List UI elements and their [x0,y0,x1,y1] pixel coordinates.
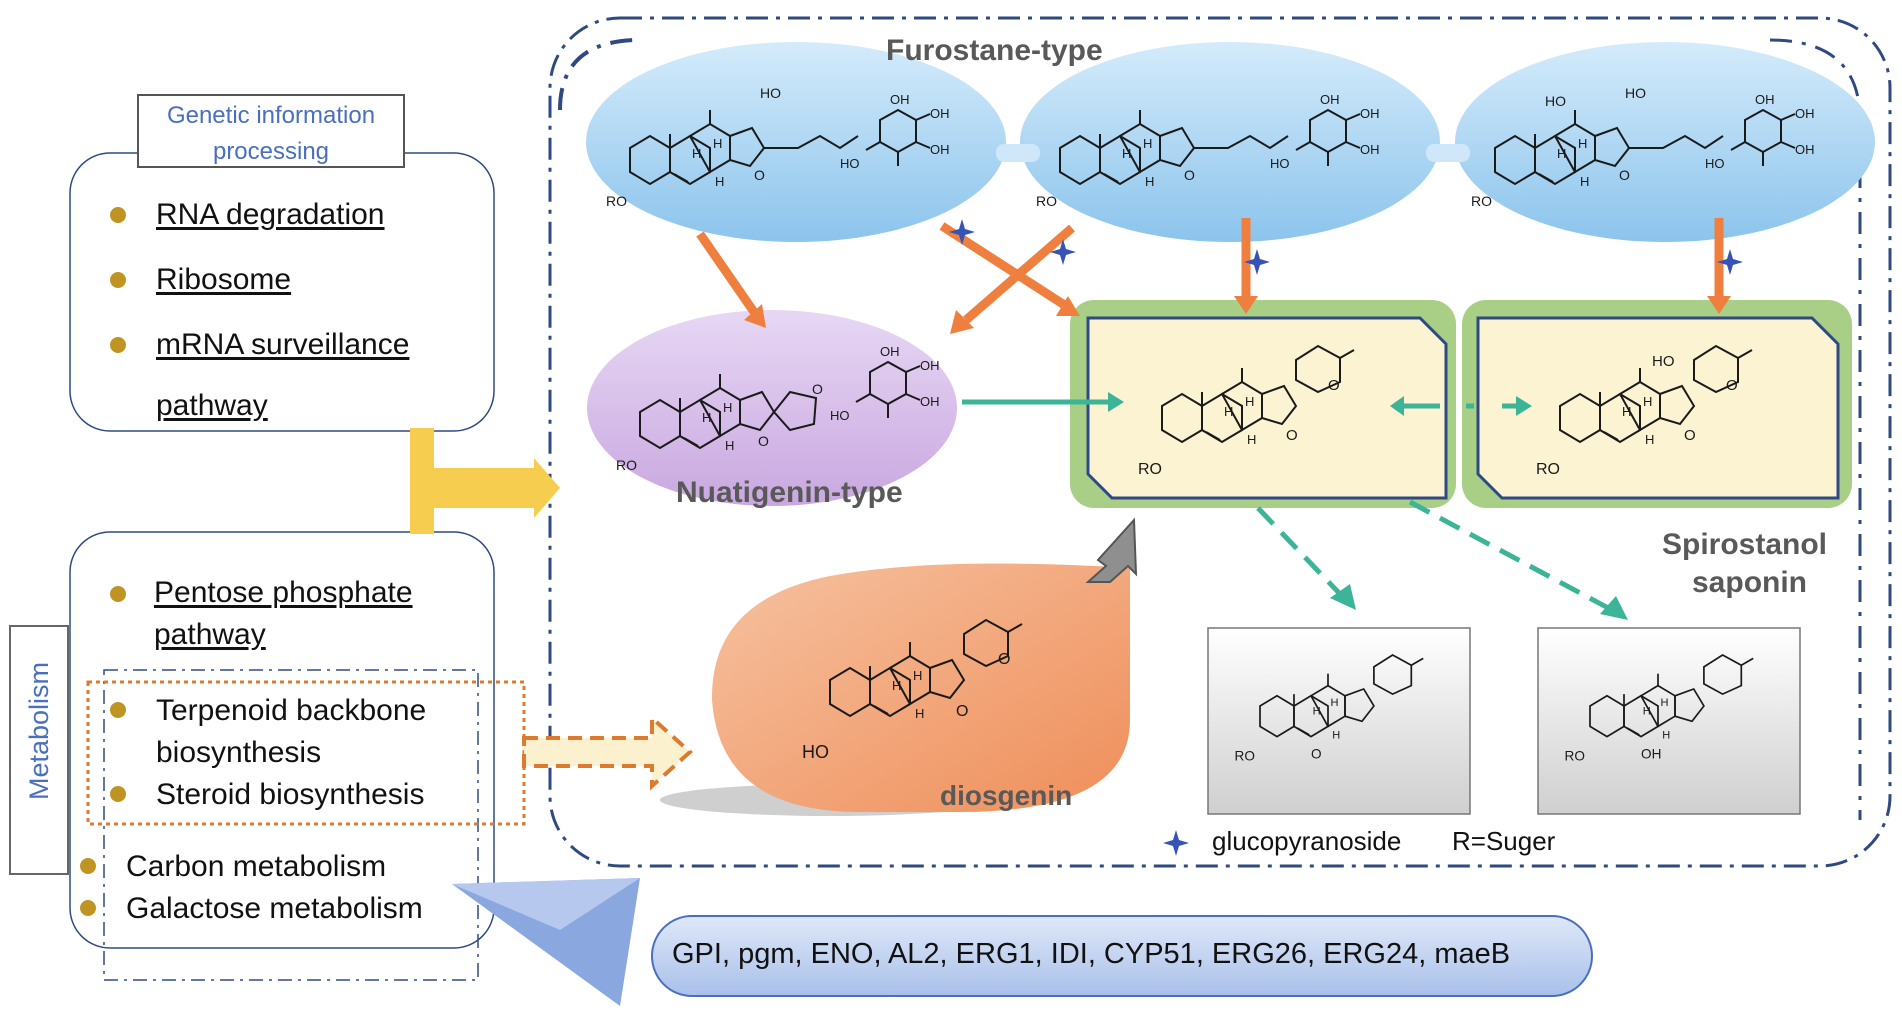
svg-text:HO: HO [760,85,781,101]
metabolism-item-terpenoid: Terpenoid backbone [156,694,427,727]
svg-text:RO: RO [1235,748,1255,763]
steroid-structure-icon: RO HO O [606,85,859,209]
genetic-panel-header: Genetic information processing [166,102,376,165]
svg-text:O: O [1311,747,1322,762]
pathway-boundary-inner-left [558,38,641,111]
genetic-item-rna-degradation: RNA degradation [156,198,385,231]
svg-text:O: O [812,381,823,397]
legend-glucopyranoside: glucopyranoside [1212,826,1402,856]
svg-text:O: O [754,167,765,183]
steroid-structure-icon: RO O O [1138,345,1355,478]
bullet-dot [80,900,96,916]
metabolism-panel-box [69,531,495,949]
svg-text:O: O [998,651,1010,668]
steroid-structure-icon: RO OH [1565,654,1755,763]
spirostanol-cream-card-2 [1476,316,1840,500]
label-diosgenin: diosgenin [940,780,1073,811]
svg-text:RO: RO [1471,193,1492,209]
bullet-dot [110,272,126,288]
svg-text:OH: OH [1641,747,1661,762]
steroid-structure-icon: HO O O [802,619,1023,762]
spirostanol-cream-card-1 [1086,316,1448,500]
genetic-item-pathway: pathway [156,389,268,422]
svg-text:O: O [758,433,769,449]
bullet-dot [110,786,126,802]
metabolism-item-terpenoid-2: biosynthesis [156,736,322,769]
label-spirostanol: Spirostanol [1662,528,1828,561]
genetic-item-ribosome: Ribosome [156,263,292,296]
svg-text:HO: HO [802,742,829,762]
svg-text:RO: RO [1138,461,1162,478]
svg-text:O: O [1726,377,1738,394]
svg-text:O: O [1184,167,1195,183]
metabolism-item-steroid: Steroid biosynthesis [156,778,425,811]
steroid-structure-icon: RO HO O O [1536,345,1753,478]
svg-text:HO: HO [1625,85,1646,101]
gray-arrow-up [1085,517,1138,583]
gene-pill [651,915,1593,997]
hollow-dashed-arrow [522,713,693,791]
gene-callout-wedge-shade [452,878,640,930]
furostane-link-2 [1426,144,1470,162]
metabolism-item-pentose-pathway: pathway [154,618,266,651]
legend-r-suger: R=Suger [1452,826,1556,856]
metabolism-side-bracket [9,625,69,875]
metabolism-side-label: Metabolism [24,661,54,800]
svg-text:HO: HO [1652,353,1675,370]
svg-text:RO: RO [616,457,637,473]
steroid-structure-icon: RO O [1036,109,1289,209]
svg-text:RO: RO [1565,748,1585,763]
label-furostane: Furostane-type [886,34,1103,67]
metabolism-item-galactose: Galactose metabolism [126,892,423,925]
metabolism-item-pentose: Pentose phosphate [154,576,413,609]
svg-text:O: O [1328,377,1340,394]
metabolism-item-carbon: Carbon metabolism [126,850,387,883]
svg-text:HO: HO [1545,93,1566,109]
gene-list: GPI, pgm, ENO, AL2, ERG1, IDI, CYP51, ER… [672,938,1511,970]
furostane-link-1 [996,144,1040,162]
steroid-structure-icon: RO O O [616,373,823,473]
gene-callout-wedge [452,878,640,1006]
steroid-structure-icon: RO HO HO O [1471,85,1724,209]
genetic-item-mrna-surveillance: mRNA surveillance [156,328,410,361]
svg-text:RO: RO [1036,193,1057,209]
product-box-1 [1207,627,1471,815]
svg-text:O: O [956,703,968,720]
diosgenin-blob [711,563,1130,812]
bullet-dot [110,586,126,602]
svg-text:RO: RO [1536,461,1560,478]
bullet-dot [110,207,126,223]
svg-text:O: O [1619,167,1630,183]
pathway-boundary [548,16,1892,868]
label-nuatigenin: Nuatigenin-type [676,476,903,509]
star-icon [1163,830,1189,856]
svg-text:O: O [1286,427,1298,444]
steroid-structure-icon: RO O [1235,654,1425,763]
pathway-boundary-inner-right [1769,38,1862,820]
label-saponin: saponin [1692,566,1808,599]
bullet-dot [80,858,96,874]
bullet-dot [110,337,126,353]
product-box-2 [1537,627,1801,815]
yellow-connector-arrow [410,458,560,518]
svg-text:RO: RO [606,193,627,209]
svg-text:O: O [1684,427,1696,444]
genetic-panel-header-box [137,94,405,168]
teal-arrows [962,392,1628,620]
bullet-dot [110,702,126,718]
